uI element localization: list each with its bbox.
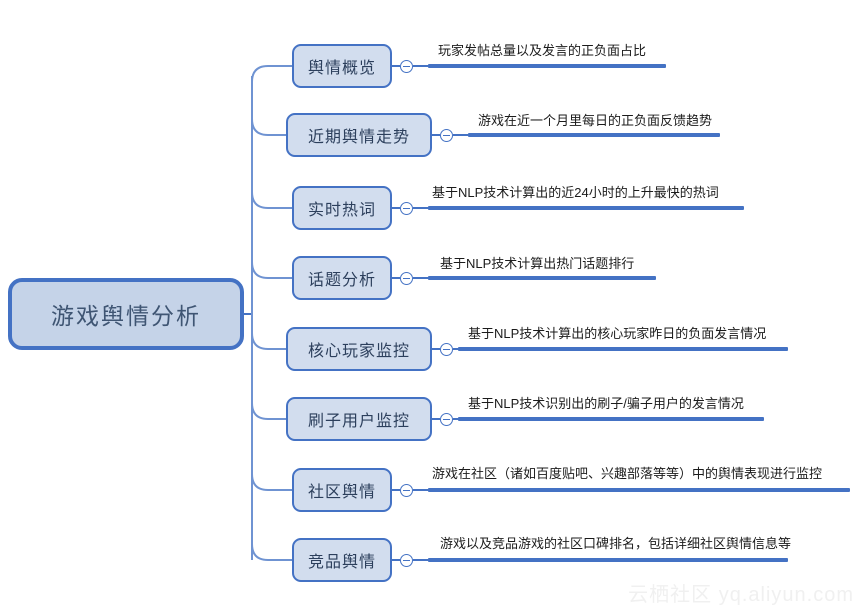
branch-description-1: 玩家发帖总量以及发言的正负面占比 <box>438 43 647 58</box>
branch-node-label: 社区舆情 <box>307 484 376 501</box>
collapse-minus-icon[interactable] <box>400 272 413 285</box>
branch-underline-4 <box>428 276 656 280</box>
branch-underline-7 <box>428 488 850 492</box>
root-node[interactable]: 游戏舆情分析 <box>8 278 244 350</box>
branch-underline-5 <box>458 347 788 351</box>
branch-node-label: 刷子用户监控 <box>307 413 410 430</box>
branch-node-label: 近期舆情走势 <box>307 129 410 146</box>
collapse-minus-icon[interactable] <box>440 129 453 142</box>
branch-underline-1 <box>428 64 666 68</box>
branch-description-8: 游戏以及竞品游戏的社区口碑排名，包括详细社区舆情信息等 <box>440 536 792 551</box>
collapse-minus-icon[interactable] <box>400 554 413 567</box>
collapse-minus-icon[interactable] <box>440 343 453 356</box>
branch-node-label: 竞品舆情 <box>307 554 376 571</box>
branch-node-3[interactable]: 实时热词 <box>292 186 392 230</box>
elbow-2 <box>251 118 286 136</box>
branch-node-8[interactable]: 竞品舆情 <box>292 538 392 582</box>
elbow-6 <box>251 402 286 420</box>
collapse-minus-icon[interactable] <box>440 413 453 426</box>
branch-node-label: 实时热词 <box>307 202 376 219</box>
branch-description-5: 基于NLP技术计算出的核心玩家昨日的负面发言情况 <box>468 326 767 341</box>
branch-description-4: 基于NLP技术计算出热门话题排行 <box>440 256 635 271</box>
branch-underline-3 <box>428 206 744 210</box>
collapse-minus-icon[interactable] <box>400 484 413 497</box>
branch-node-5[interactable]: 核心玩家监控 <box>286 327 432 371</box>
branch-node-7[interactable]: 社区舆情 <box>292 468 392 512</box>
branch-node-1[interactable]: 舆情概览 <box>292 44 392 88</box>
watermark: 云栖社区 yq.aliyun.com <box>628 584 854 606</box>
collapse-minus-icon[interactable] <box>400 202 413 215</box>
branch-underline-8 <box>428 558 788 562</box>
elbow-8 <box>251 543 292 561</box>
root-node-label: 游戏舆情分析 <box>51 303 201 329</box>
elbow-4 <box>251 261 292 279</box>
collapse-minus-icon[interactable] <box>400 60 413 73</box>
elbow-3 <box>251 191 292 209</box>
branch-node-6[interactable]: 刷子用户监控 <box>286 397 432 441</box>
branch-description-3: 基于NLP技术计算出的近24小时的上升最快的热词 <box>432 185 719 200</box>
branch-description-2: 游戏在近一个月里每日的正负面反馈趋势 <box>478 113 713 128</box>
branch-node-2[interactable]: 近期舆情走势 <box>286 113 432 157</box>
branch-description-6: 基于NLP技术识别出的刷子/骗子用户的发言情况 <box>468 396 744 411</box>
elbow-5 <box>251 332 286 350</box>
branch-description-7: 游戏在社区（诸如百度贴吧、兴趣部落等等）中的舆情表现进行监控 <box>432 466 823 481</box>
branch-node-label: 舆情概览 <box>307 60 376 77</box>
branch-node-4[interactable]: 话题分析 <box>292 256 392 300</box>
branch-underline-6 <box>458 417 764 421</box>
branch-node-label: 话题分析 <box>307 272 376 289</box>
elbow-7 <box>251 473 292 491</box>
branch-node-label: 核心玩家监控 <box>307 343 410 360</box>
branch-underline-2 <box>468 133 720 137</box>
elbow-1 <box>251 65 292 83</box>
